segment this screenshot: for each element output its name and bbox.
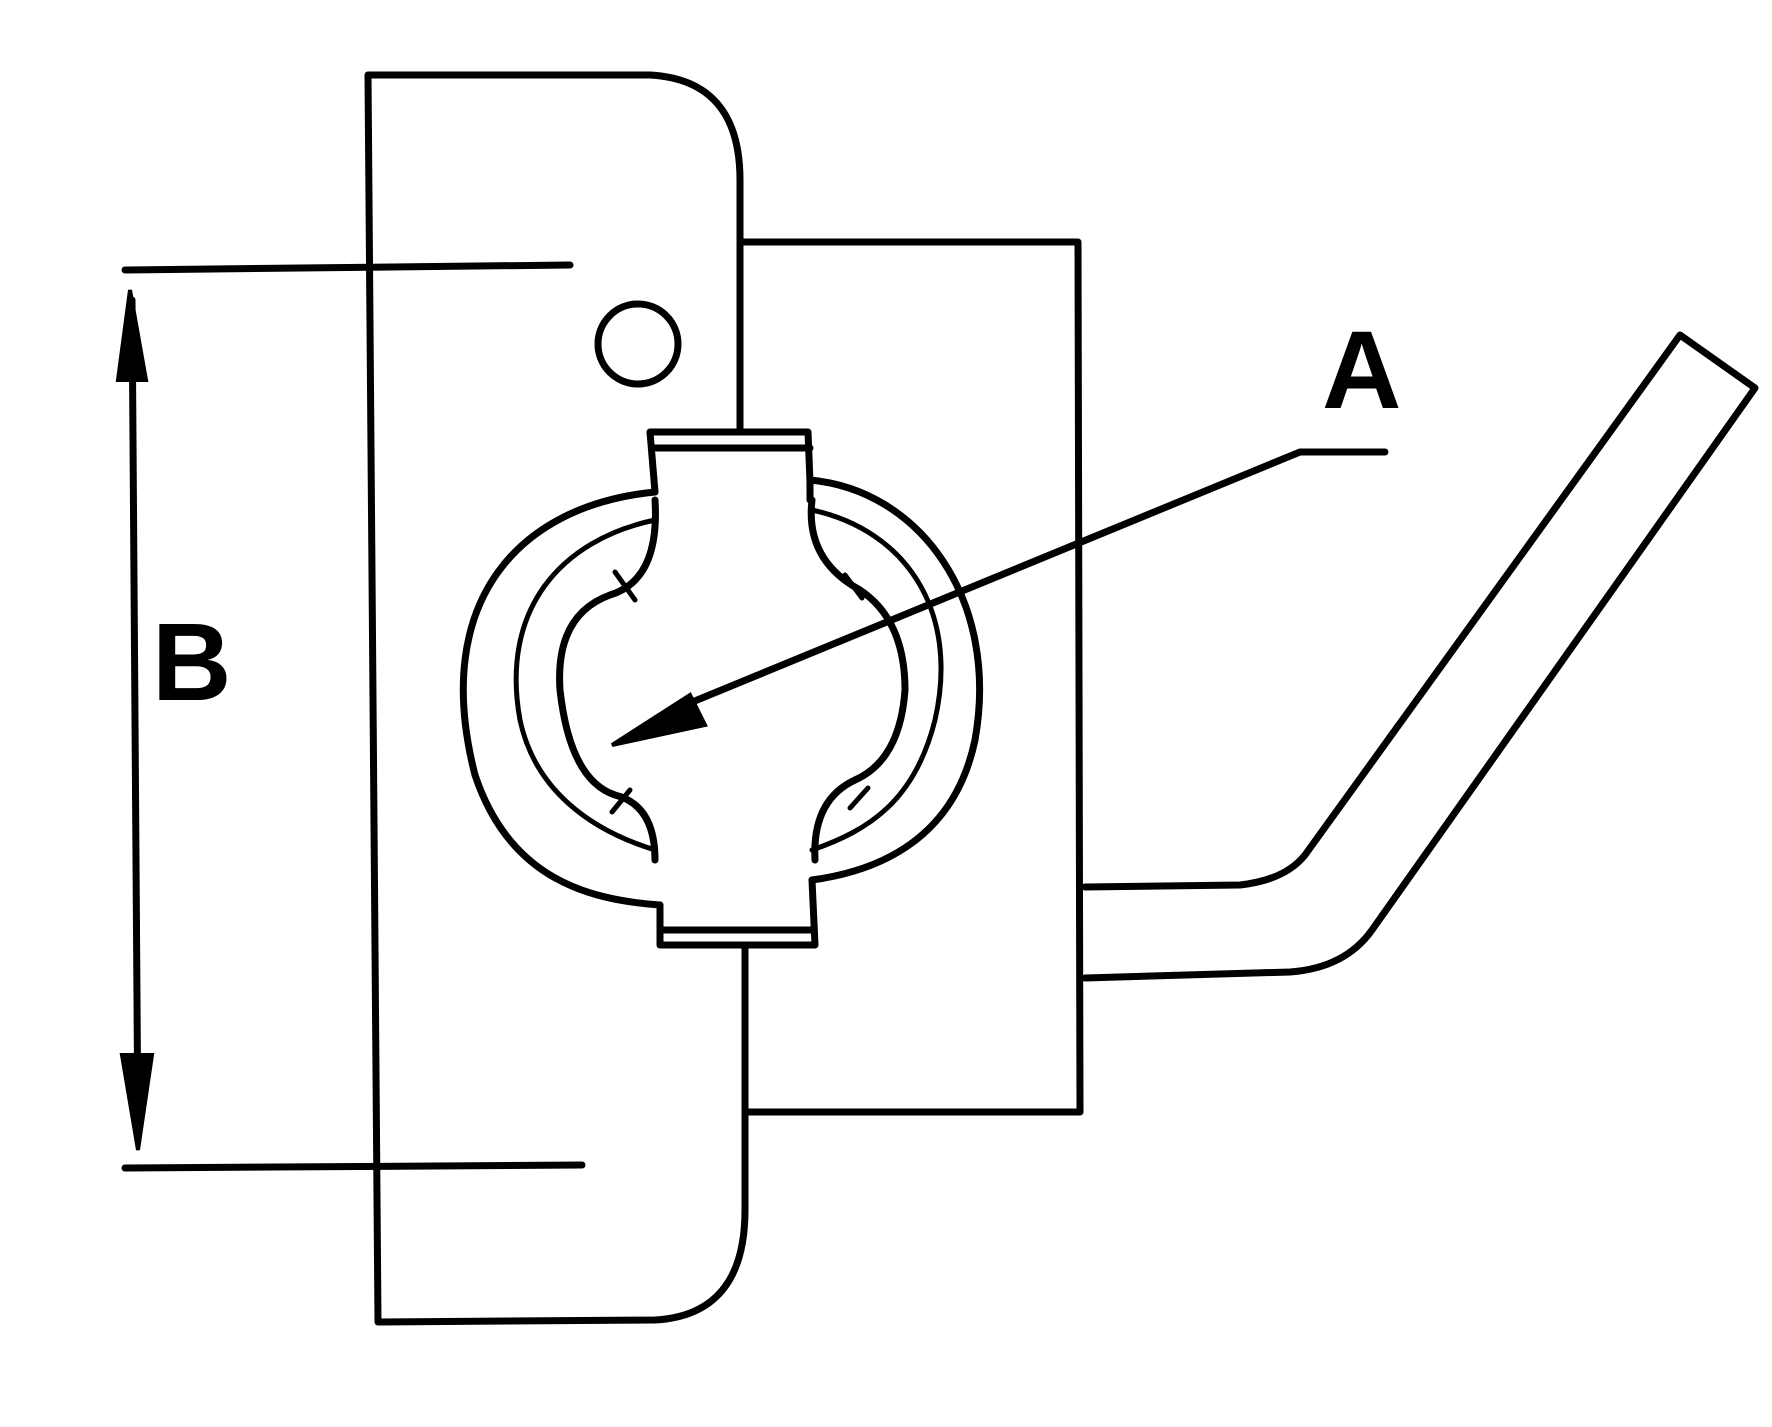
leader-a-line (681, 448, 1389, 709)
cylinder-outer-ring (459, 476, 983, 909)
dimension-b-arrow-top (115, 289, 149, 382)
keyway-inner-right (807, 496, 909, 864)
housing-plate (736, 238, 1084, 1116)
label-a: A (1322, 309, 1401, 432)
front-plate (364, 71, 749, 1326)
mounting-hole (594, 300, 682, 388)
dimension-b-line (128, 296, 142, 1144)
ring-ticks (609, 569, 871, 815)
dimension-b-arrow-bottom (119, 1053, 155, 1151)
drawing (115, 71, 1759, 1326)
lever-arm (1081, 331, 1759, 982)
keyway-inner-left (556, 496, 659, 864)
dimension-b-extension-lines (121, 261, 586, 1172)
leader-a-arrowhead (610, 692, 708, 747)
cam-block-body (651, 444, 816, 934)
label-b: B (152, 601, 231, 724)
cylinder-middle-ring (513, 507, 944, 853)
cam-block (646, 428, 819, 949)
